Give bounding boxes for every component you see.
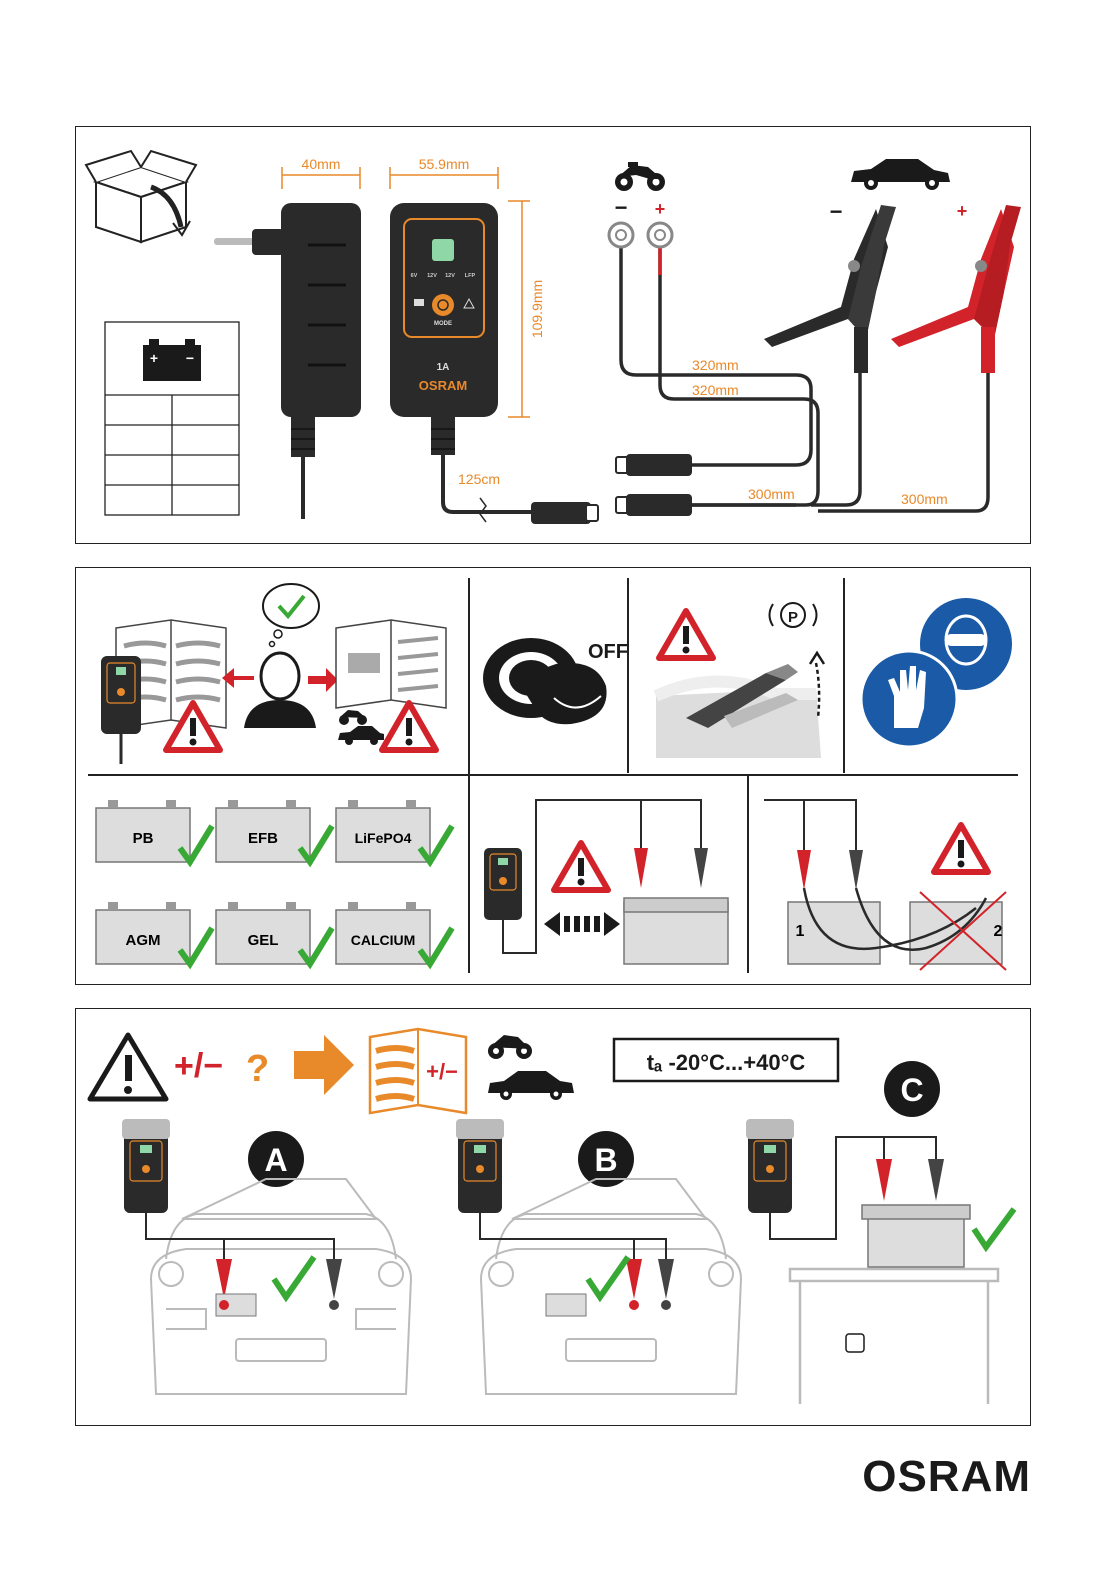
charger-mini-icon xyxy=(101,656,141,764)
warning-icon-distance xyxy=(554,843,608,890)
svg-text:LFP: LFP xyxy=(465,273,476,279)
svg-text:A: A xyxy=(264,1142,287,1178)
svg-text:MODE: MODE xyxy=(434,321,452,327)
battery-types-grid: PB EFB LiFePO4 AGM xyxy=(96,800,452,964)
two-batteries-illustration: 1 2 xyxy=(764,800,1006,970)
specifications-illustration: + − 40mm 55.9mm 109.9mm xyxy=(76,127,1029,542)
cable-b-label: 320mm xyxy=(692,382,739,398)
cable-d-label: 300mm xyxy=(901,491,948,507)
panel-connection: +/− ? +/− tₐ -20°C...+40°C A xyxy=(75,1008,1031,1426)
cable-c-label: 300mm xyxy=(748,486,795,502)
battery-type-lifepo4: LiFePO4 xyxy=(336,800,452,862)
footer-brand-logo: OSRAM xyxy=(862,1452,1031,1502)
dimension-height-label: 109.9mm xyxy=(529,280,545,338)
ring-plus-sign: + xyxy=(655,199,666,219)
ring-terminal-negative-icon xyxy=(609,223,633,247)
label-c-badge: C xyxy=(884,1061,940,1117)
off-label: OFF xyxy=(588,641,628,663)
svg-text:+/−: +/− xyxy=(426,1059,458,1084)
cable-a-label: 320mm xyxy=(692,357,739,373)
warning-icon-parking xyxy=(659,611,713,658)
scenario-a-charger xyxy=(122,1119,342,1316)
polarity-label: +/− xyxy=(174,1047,223,1085)
question-mark: ? xyxy=(246,1048,269,1090)
scenario-b-charger xyxy=(456,1119,674,1316)
ring-terminal-positive-icon xyxy=(648,223,672,247)
warning-icon-batteries xyxy=(934,825,988,872)
gloves-icon xyxy=(861,651,957,747)
scenario-c-table xyxy=(790,1269,998,1404)
motorcycle-small-icon xyxy=(339,710,367,725)
distance-arrows-icon xyxy=(544,912,620,936)
battery-icon: + − xyxy=(143,339,201,381)
battery-type-agm: AGM xyxy=(96,902,212,964)
svg-text:EFB: EFB xyxy=(248,830,278,847)
sae-connector-left xyxy=(531,502,598,524)
plug-adapter xyxy=(214,203,361,519)
svg-text:B: B xyxy=(594,1142,617,1178)
car-small-icon xyxy=(338,726,384,745)
ring-minus-sign: − xyxy=(615,195,628,220)
manual-right-icon xyxy=(336,620,446,708)
svg-text:OSRAM: OSRAM xyxy=(419,378,467,393)
svg-text:GEL: GEL xyxy=(248,932,279,949)
svg-text:+: + xyxy=(150,350,158,366)
car-icon xyxy=(851,159,950,190)
parking-label: P xyxy=(788,609,798,626)
manual-orange-icon: +/− xyxy=(370,1029,466,1113)
arrow-right-orange-icon xyxy=(294,1035,354,1095)
battery-type-pb: PB xyxy=(96,800,212,862)
charger-distance-illustration xyxy=(484,800,728,964)
clamp-minus-sign: − xyxy=(830,199,843,224)
svg-text:6V: 6V xyxy=(411,273,418,279)
connection-illustration: +/− ? +/− tₐ -20°C...+40°C A xyxy=(76,1009,1029,1424)
dimension-height xyxy=(508,201,530,417)
sae-connector-right xyxy=(616,454,692,516)
arrow-left-icon xyxy=(222,668,254,688)
battery-index-1: 1 xyxy=(796,923,805,940)
battery-type-calcium: CALCIUM xyxy=(336,902,452,964)
clamp-positive-icon xyxy=(891,205,1021,373)
svg-text:LiFePO4: LiFePO4 xyxy=(355,830,412,846)
panel-specifications: + − 40mm 55.9mm 109.9mm xyxy=(75,126,1031,544)
panel-safety: OFF P xyxy=(75,567,1031,985)
svg-text:−: − xyxy=(186,350,194,366)
clamp-negative-icon xyxy=(764,205,896,373)
temperature-label: tₐ -20°C...+40°C xyxy=(647,1050,806,1075)
person-thinking-icon xyxy=(244,584,319,728)
svg-text:1A: 1A xyxy=(437,362,450,373)
scenario-c-charger xyxy=(746,1119,1014,1267)
svg-text:12V: 12V xyxy=(427,273,437,279)
cable-main-label: 125cm xyxy=(458,471,500,487)
battery-type-gel: GEL xyxy=(216,902,332,964)
motorcycle-icon xyxy=(615,162,665,191)
arrow-right-icon xyxy=(308,668,338,692)
unboxing-icon xyxy=(86,151,196,242)
dimension-plug-label: 40mm xyxy=(302,156,341,172)
svg-text:12V: 12V xyxy=(445,273,455,279)
warning-polarity-icon xyxy=(90,1035,166,1099)
status-led-icon xyxy=(432,239,454,261)
svg-text:PB: PB xyxy=(133,830,154,847)
clamp-plus-sign: + xyxy=(957,201,968,221)
car-medium-icon xyxy=(488,1071,574,1100)
safety-illustration: OFF P xyxy=(76,568,1029,983)
svg-text:C: C xyxy=(900,1072,923,1108)
warning-icon-right xyxy=(382,703,436,750)
battery-index-2: 2 xyxy=(994,923,1003,940)
svg-text:AGM: AGM xyxy=(126,932,161,949)
motorcycle-medium-icon xyxy=(488,1035,532,1059)
battery-type-efb: EFB xyxy=(216,800,332,862)
dimension-charger-label: 55.9mm xyxy=(419,156,470,172)
mode-button-icon xyxy=(432,294,454,316)
svg-text:CALCIUM: CALCIUM xyxy=(351,932,416,948)
